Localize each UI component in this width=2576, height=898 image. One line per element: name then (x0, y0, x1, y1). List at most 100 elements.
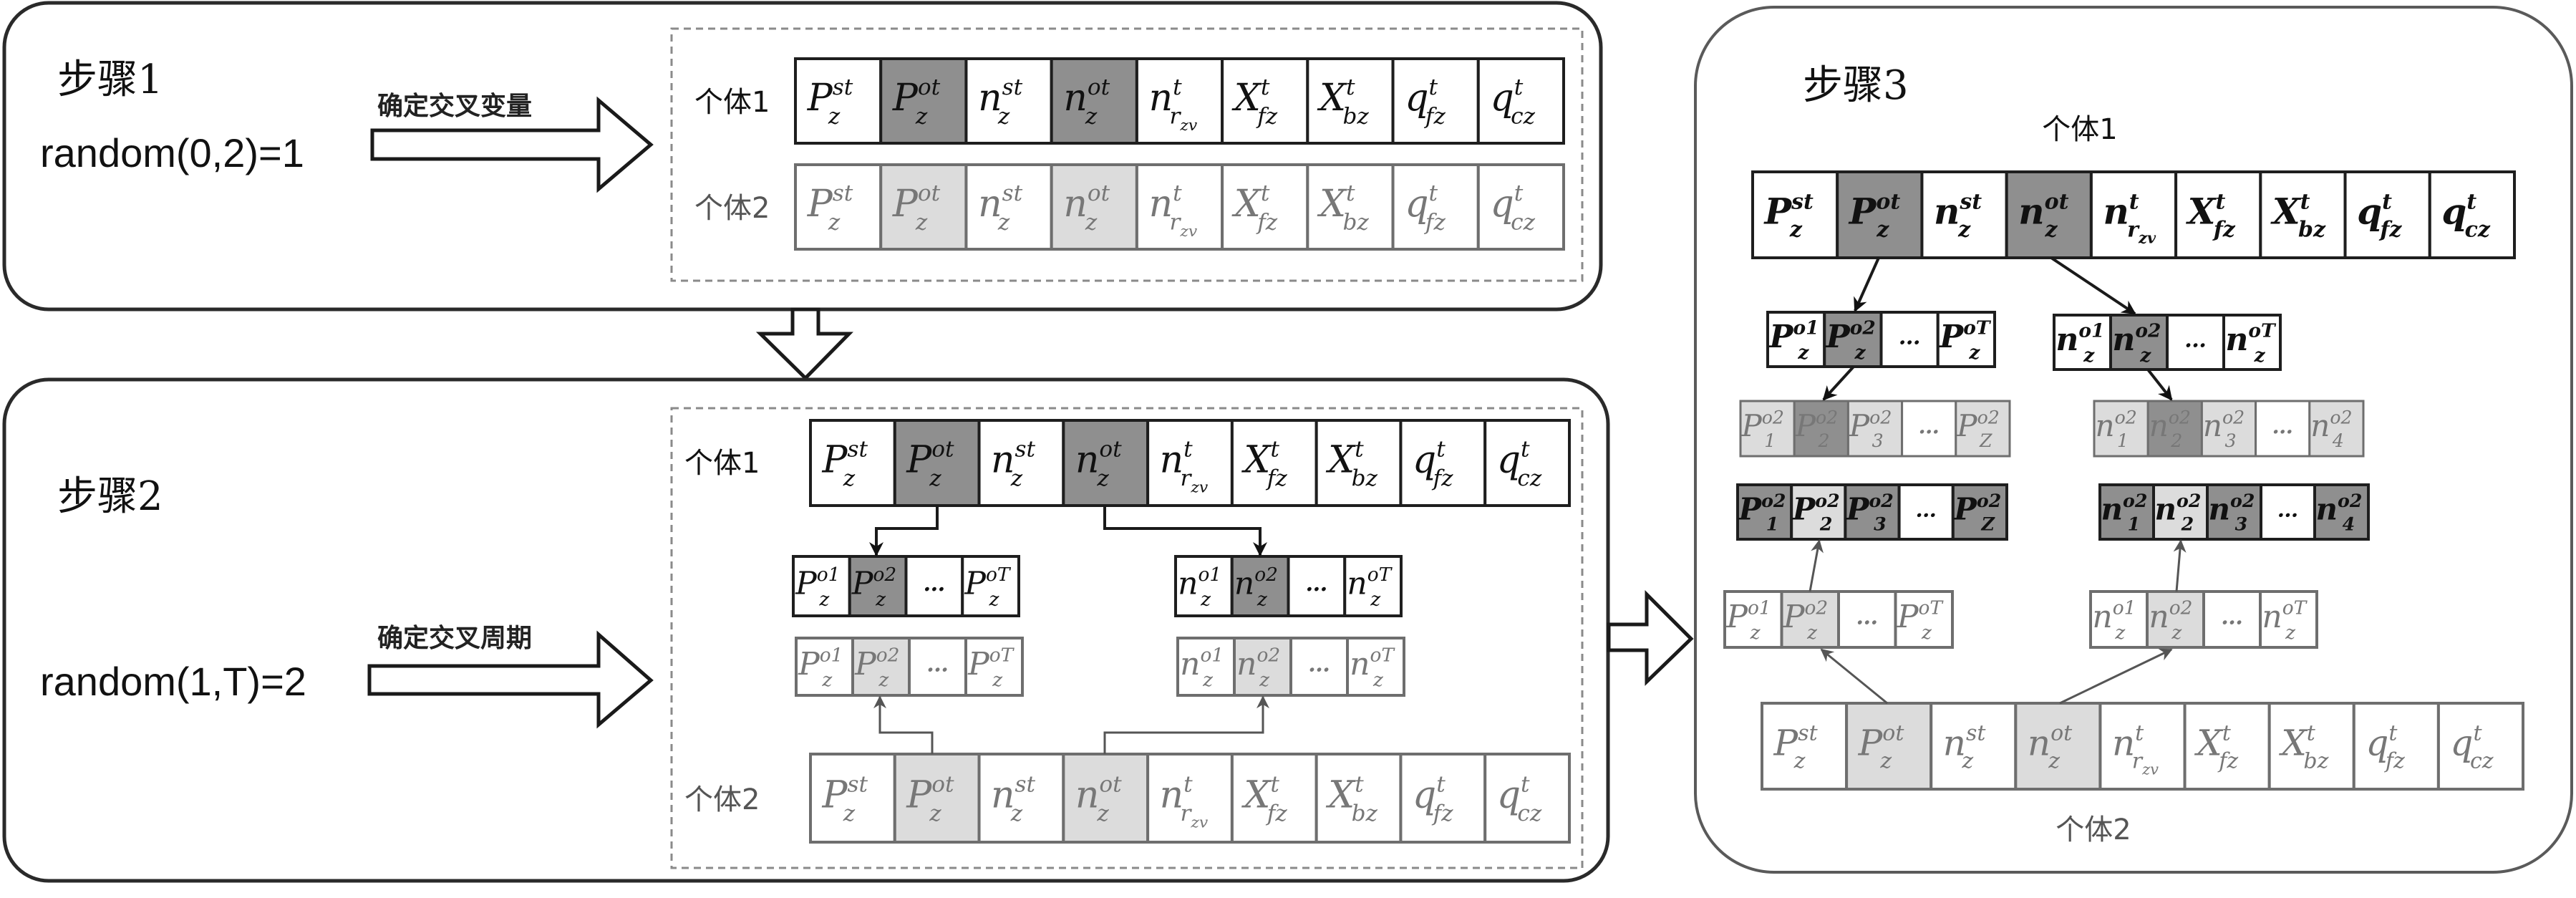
gene-subscript: z (1793, 749, 1806, 774)
gene-cell-box (1289, 637, 1349, 697)
gene-cell-box (2313, 483, 2370, 541)
gene-cell-box (1476, 163, 1566, 251)
gene-base: n (1075, 439, 1100, 482)
gene-base: q (1490, 183, 1514, 226)
gene-base: n (1347, 566, 1367, 602)
gene-superscript: o1 (1201, 644, 1224, 667)
gene-base: n (2310, 408, 2330, 443)
gene-superscript: o2 (1804, 597, 1828, 619)
gene-subscript: 1 (1764, 430, 1776, 451)
gene-subscript: r (1169, 104, 1181, 130)
gene-subscript: z (915, 104, 928, 130)
gene-subsubscript: zv (1179, 223, 1198, 241)
gene-base: X (1317, 183, 1347, 226)
gene-subscript: z (2139, 344, 2151, 367)
gene-cell-box (1894, 590, 1954, 649)
gene-base: P (1763, 190, 1793, 233)
gene-superscript: o2 (1977, 407, 2000, 428)
gene-base: n (2225, 322, 2248, 358)
ellipsis-label: … (2184, 327, 2207, 353)
gene-cell-box (977, 419, 1065, 507)
gene-subscript: z (1085, 104, 1098, 130)
gene-cell-box (1050, 163, 1138, 251)
gene-subscript: bz (1352, 465, 1378, 491)
gene-cell: … (1879, 311, 1940, 368)
gene-base: P (1741, 408, 1763, 443)
gene-cell-box (1399, 753, 1487, 844)
gene-subscript: cz (1517, 465, 1541, 491)
gene-superscript: o2 (2330, 407, 2352, 428)
ellipsis-label: … (1856, 604, 1878, 630)
gene-cell-box (2308, 400, 2365, 458)
gene-cell-box (792, 555, 851, 617)
gene-superscript: t (2473, 721, 2482, 746)
gene-base: n (1075, 774, 1100, 817)
gene-cell-box (1845, 702, 1933, 791)
gene-superscript: t (2222, 721, 2232, 746)
step1-individual1-label: 个体1 (694, 86, 770, 119)
gene-cell: … (2260, 483, 2316, 541)
gene-cell: … (1897, 483, 1955, 541)
step3-title: 步骤3 (1803, 62, 1909, 109)
gene-subscript: z (821, 669, 833, 691)
step2-selection-box (670, 407, 1584, 869)
step3-individual1-label: 个体1 (2042, 113, 2117, 146)
gene-cell-box (1343, 555, 1403, 617)
gene-subscript: z (929, 465, 941, 491)
gene-superscript: t (1436, 437, 1446, 463)
gene-base: n (1149, 183, 1173, 226)
gene-cell-box (1793, 400, 1849, 458)
gene-base: n (2096, 408, 2115, 443)
gene-subscript: 1 (2117, 430, 2129, 451)
gene-cell-box (1221, 163, 1309, 251)
gene-base: n (1160, 774, 1184, 817)
gene-subscript: bz (1342, 104, 1369, 130)
gene-superscript: o2 (2222, 407, 2245, 428)
gene-subscript: fz (1266, 465, 1288, 491)
gene-base: X (1241, 774, 1272, 817)
gene-cell-box (2222, 314, 2282, 371)
gene-subscript: bz (2298, 218, 2326, 243)
gene-subscript: z (2044, 218, 2058, 243)
gene-cell-box (908, 637, 967, 697)
